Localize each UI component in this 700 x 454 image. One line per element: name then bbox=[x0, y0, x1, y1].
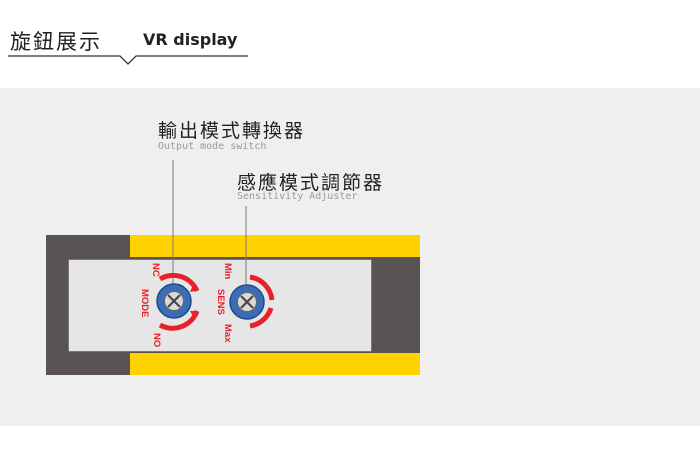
yellow-strip-bottom bbox=[130, 353, 420, 375]
sens-label-sens: SENS bbox=[215, 289, 226, 315]
device-window bbox=[67, 258, 373, 353]
mode-arc-lower-arrow bbox=[190, 311, 198, 318]
header-title-zh: 旋鈕展示 bbox=[10, 30, 102, 54]
sens-screw-slot-b bbox=[240, 295, 254, 309]
output-mode-label-en: Output mode switch bbox=[158, 141, 267, 152]
mode-screw-slot-b bbox=[167, 294, 181, 308]
sensitivity-label-en: Sensitivity Adjuster bbox=[237, 191, 358, 202]
mode-arc-upper-arrow bbox=[190, 285, 199, 292]
mode-label-mode: MODE bbox=[139, 289, 150, 318]
yellow-strip-top bbox=[130, 235, 420, 257]
sens-arc-lower bbox=[249, 307, 274, 329]
sens-label-min: Min bbox=[222, 263, 233, 280]
sens-arc-upper bbox=[249, 274, 275, 301]
header-underline bbox=[8, 55, 248, 65]
sensitivity-label-zh: 感應模式調節器 bbox=[237, 172, 385, 194]
mode-knob[interactable] bbox=[156, 272, 200, 331]
output-mode-label-zh: 輸出模式轉換器 bbox=[158, 120, 306, 142]
header-title-en: VR display bbox=[143, 30, 238, 49]
sens-knob[interactable] bbox=[229, 274, 275, 329]
mode-label-nc: NC bbox=[150, 263, 161, 277]
mode-label-no: NO bbox=[151, 333, 162, 347]
sens-label-max: Max bbox=[222, 324, 233, 343]
